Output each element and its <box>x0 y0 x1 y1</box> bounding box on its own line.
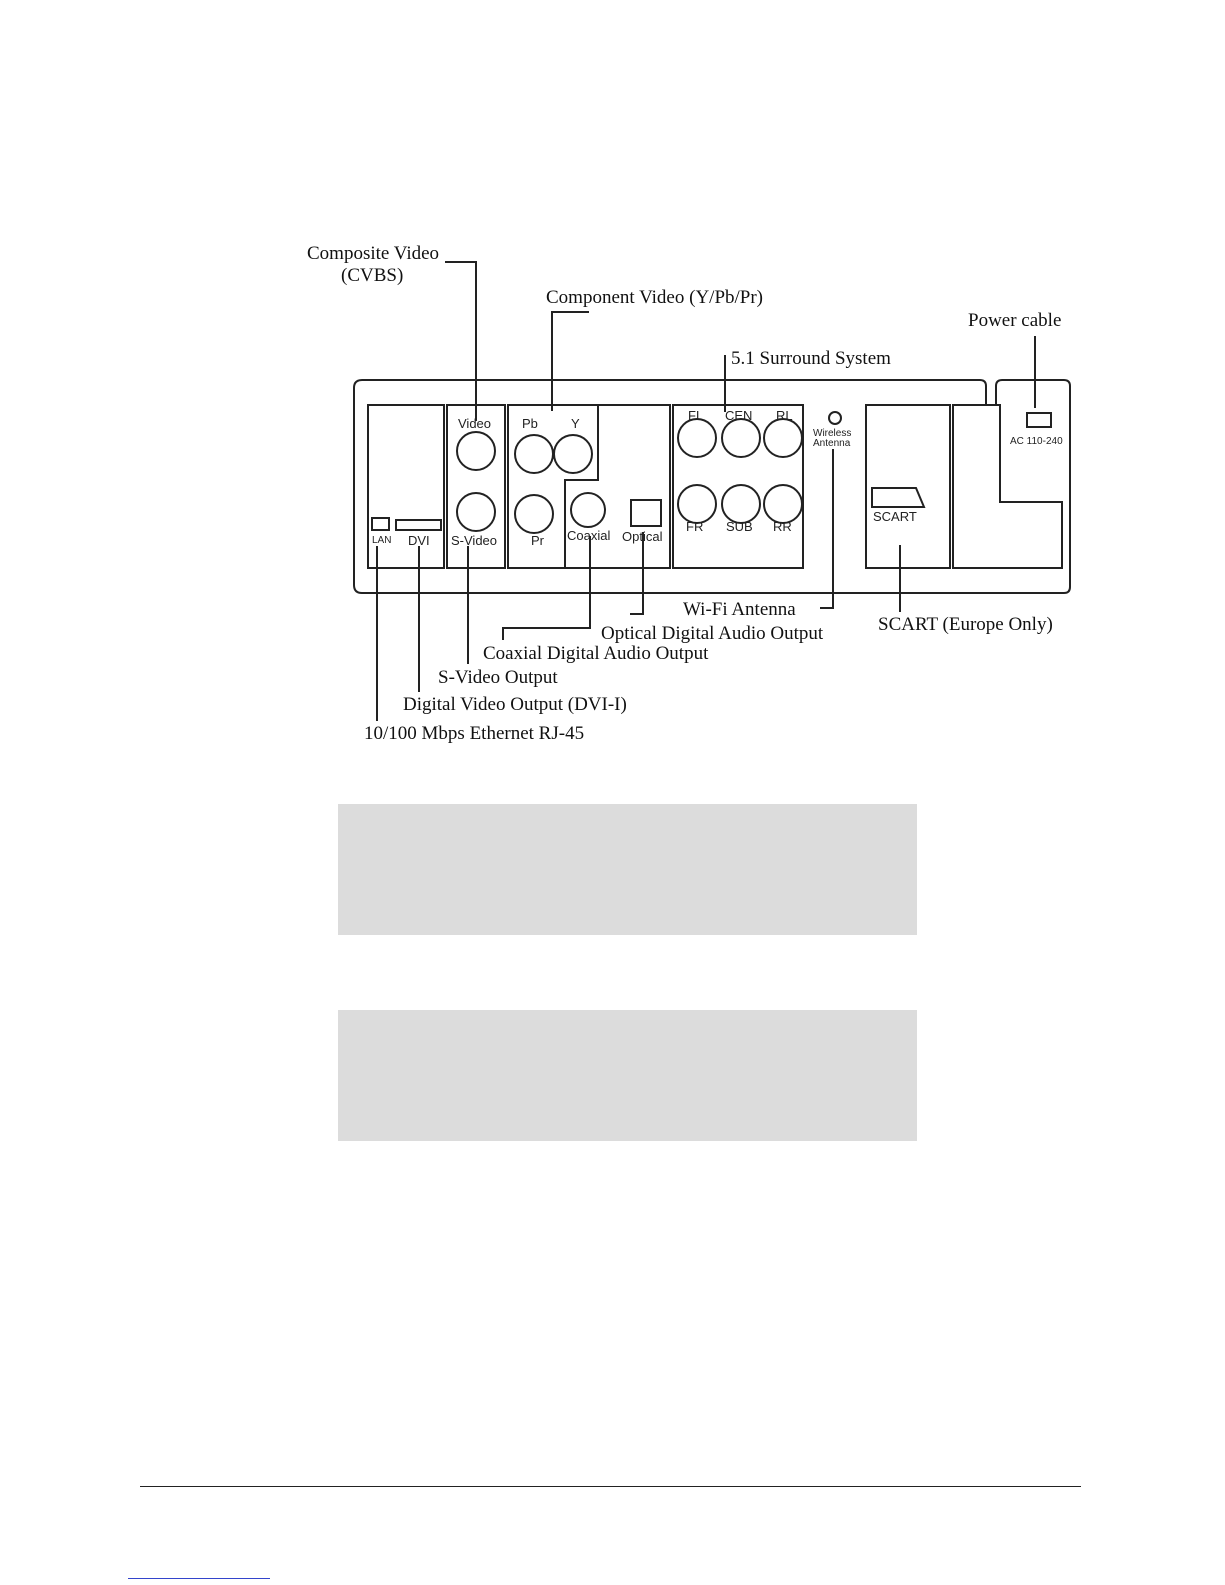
y-jack <box>553 434 593 474</box>
leader-coaxial <box>502 536 591 640</box>
leader-wifi <box>820 449 834 609</box>
panel-pr-label: Pr <box>531 533 545 548</box>
pr-jack <box>514 494 554 534</box>
sub-jack <box>721 484 761 524</box>
lan-dvi-section <box>367 404 445 569</box>
component-video-label: Component Video (Y/Pb/Pr) <box>546 287 763 308</box>
panel-dvi-label: DVI <box>408 533 430 548</box>
chassis-outline <box>353 379 1071 594</box>
composite-video-jack <box>456 431 496 471</box>
panel-y-label: Y <box>571 416 580 431</box>
cen-jack <box>721 418 761 458</box>
rr-jack <box>763 484 803 524</box>
fl-jack <box>677 418 717 458</box>
panel-ac-label: AC 110-240 <box>1010 436 1063 447</box>
leader-component <box>551 311 589 411</box>
optical-port <box>630 499 662 527</box>
grey-note-box-2 <box>338 1010 917 1141</box>
power-section <box>952 404 1063 569</box>
scart-europe-label: SCART (Europe Only) <box>878 614 1053 635</box>
panel-cen-label: CEN <box>725 408 752 423</box>
wifi-antenna-label: Wi-Fi Antenna <box>683 599 796 620</box>
panel-sub-label: SUB <box>726 519 753 534</box>
composite-video-label: Composite Video <box>307 243 439 264</box>
fr-jack <box>677 484 717 524</box>
component-divider <box>564 405 599 568</box>
surround-system-label: 5.1 Surround System <box>731 348 891 369</box>
scart-section <box>865 404 951 569</box>
pb-jack <box>514 434 554 474</box>
surround-section <box>672 404 804 569</box>
panel-scart-label: SCART <box>873 509 917 524</box>
panel-wireless-label: Wireless <box>813 428 851 439</box>
component-section <box>507 404 671 569</box>
svideo-jack <box>456 492 496 532</box>
coaxial-jack <box>570 492 606 528</box>
panel-lan-label: LAN <box>372 535 391 546</box>
dvi-output-label: Digital Video Output (DVI-I) <box>403 694 627 715</box>
panel-fl-label: FL <box>688 408 703 423</box>
video-section <box>446 404 506 569</box>
grey-note-box-1 <box>338 804 917 935</box>
lan-port <box>371 517 390 531</box>
panel-coaxial-label: Coaxial <box>567 528 610 543</box>
footer-rule <box>140 1486 1081 1487</box>
panel-rr-label: RR <box>773 519 792 534</box>
panel-video-label: Video <box>458 416 491 431</box>
ethernet-label: 10/100 Mbps Ethernet RJ-45 <box>364 723 584 744</box>
panel-optical-label: Optical <box>622 529 663 544</box>
power-cable-label: Power cable <box>968 310 1061 331</box>
dvi-port <box>395 519 442 531</box>
rl-jack <box>763 418 803 458</box>
panel-rl-label: RL <box>776 408 793 423</box>
leader-composite <box>445 261 477 421</box>
wireless-antenna-port <box>828 411 842 425</box>
ac-socket <box>1026 412 1052 428</box>
scart-port <box>871 487 926 508</box>
panel-antenna-label: Antenna <box>813 438 851 449</box>
optical-output-label: Optical Digital Audio Output <box>601 623 824 644</box>
coaxial-output-label: Coaxial Digital Audio Output <box>483 643 709 664</box>
panel-pb-label: Pb <box>522 416 538 431</box>
leader-optical <box>630 532 644 615</box>
panel-fr-label: FR <box>686 519 703 534</box>
panel-svideo-label: S-Video <box>451 533 497 548</box>
footer-link-underline <box>128 1578 270 1579</box>
svideo-output-label: S-Video Output <box>438 667 558 688</box>
cvbs-label: (CVBS) <box>341 265 403 286</box>
